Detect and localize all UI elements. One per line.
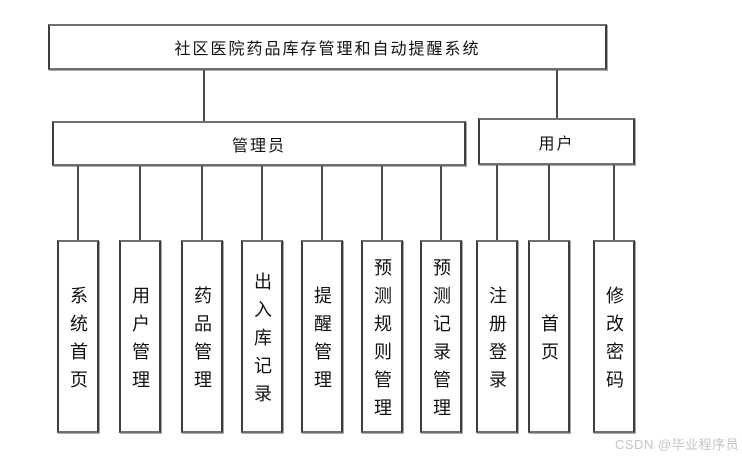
branch-user-label: 用户 — [538, 135, 575, 153]
connector-root-admin — [203, 70, 205, 121]
connector-admin-child-3 — [201, 166, 203, 240]
connector-admin-child-4 — [261, 166, 263, 240]
leaf-label: 出入库记录 — [252, 271, 272, 412]
leaf-node-drug-management: 药品管理 — [181, 240, 223, 433]
leaf-label: 系统首页 — [68, 285, 88, 398]
csdn-watermark: CSDN @毕业程序员 — [615, 437, 740, 452]
leaf-node-system-home: 系统首页 — [57, 240, 99, 433]
leaf-node-forecast-rule-management: 预测规则管理 — [361, 240, 403, 433]
leaf-label: 用户管理 — [130, 285, 150, 398]
connector-admin-child-2 — [139, 166, 141, 240]
leaf-node-forecast-record-management: 预测记录管理 — [420, 240, 462, 433]
leaf-node-reminder-management: 提醒管理 — [301, 240, 343, 433]
leaf-label: 药品管理 — [192, 285, 212, 398]
connector-root-user — [556, 70, 558, 118]
branch-node-user: 用户 — [478, 118, 635, 165]
connector-admin-child-7 — [440, 166, 442, 240]
connector-admin-child-6 — [381, 166, 383, 240]
leaf-node-home: 首页 — [528, 240, 570, 433]
connector-user-child-2 — [548, 165, 550, 240]
connector-user-child-1 — [496, 165, 498, 240]
leaf-label: 预测记录管理 — [431, 257, 451, 426]
root-node-box: 社区医院药品库存管理和自动提醒系统 — [48, 24, 607, 70]
diagram-title: 社区医院药品库存管理和自动提醒系统 — [174, 41, 481, 58]
connector-user-child-3 — [613, 165, 615, 240]
leaf-node-register-login: 注册登录 — [476, 240, 518, 433]
leaf-label: 提醒管理 — [312, 285, 332, 398]
leaf-node-change-password: 修改密码 — [593, 240, 635, 433]
leaf-label: 预测规则管理 — [372, 257, 392, 426]
leaf-node-inout-records: 出入库记录 — [241, 240, 283, 433]
leaf-node-user-management: 用户管理 — [119, 240, 161, 433]
connector-admin-child-5 — [321, 166, 323, 240]
branch-admin-label: 管理员 — [231, 137, 286, 155]
leaf-label: 注册登录 — [487, 285, 507, 398]
leaf-label: 修改密码 — [604, 285, 624, 398]
leaf-label: 首页 — [539, 313, 559, 370]
connector-admin-child-1 — [77, 166, 79, 240]
branch-node-admin: 管理员 — [52, 121, 466, 166]
